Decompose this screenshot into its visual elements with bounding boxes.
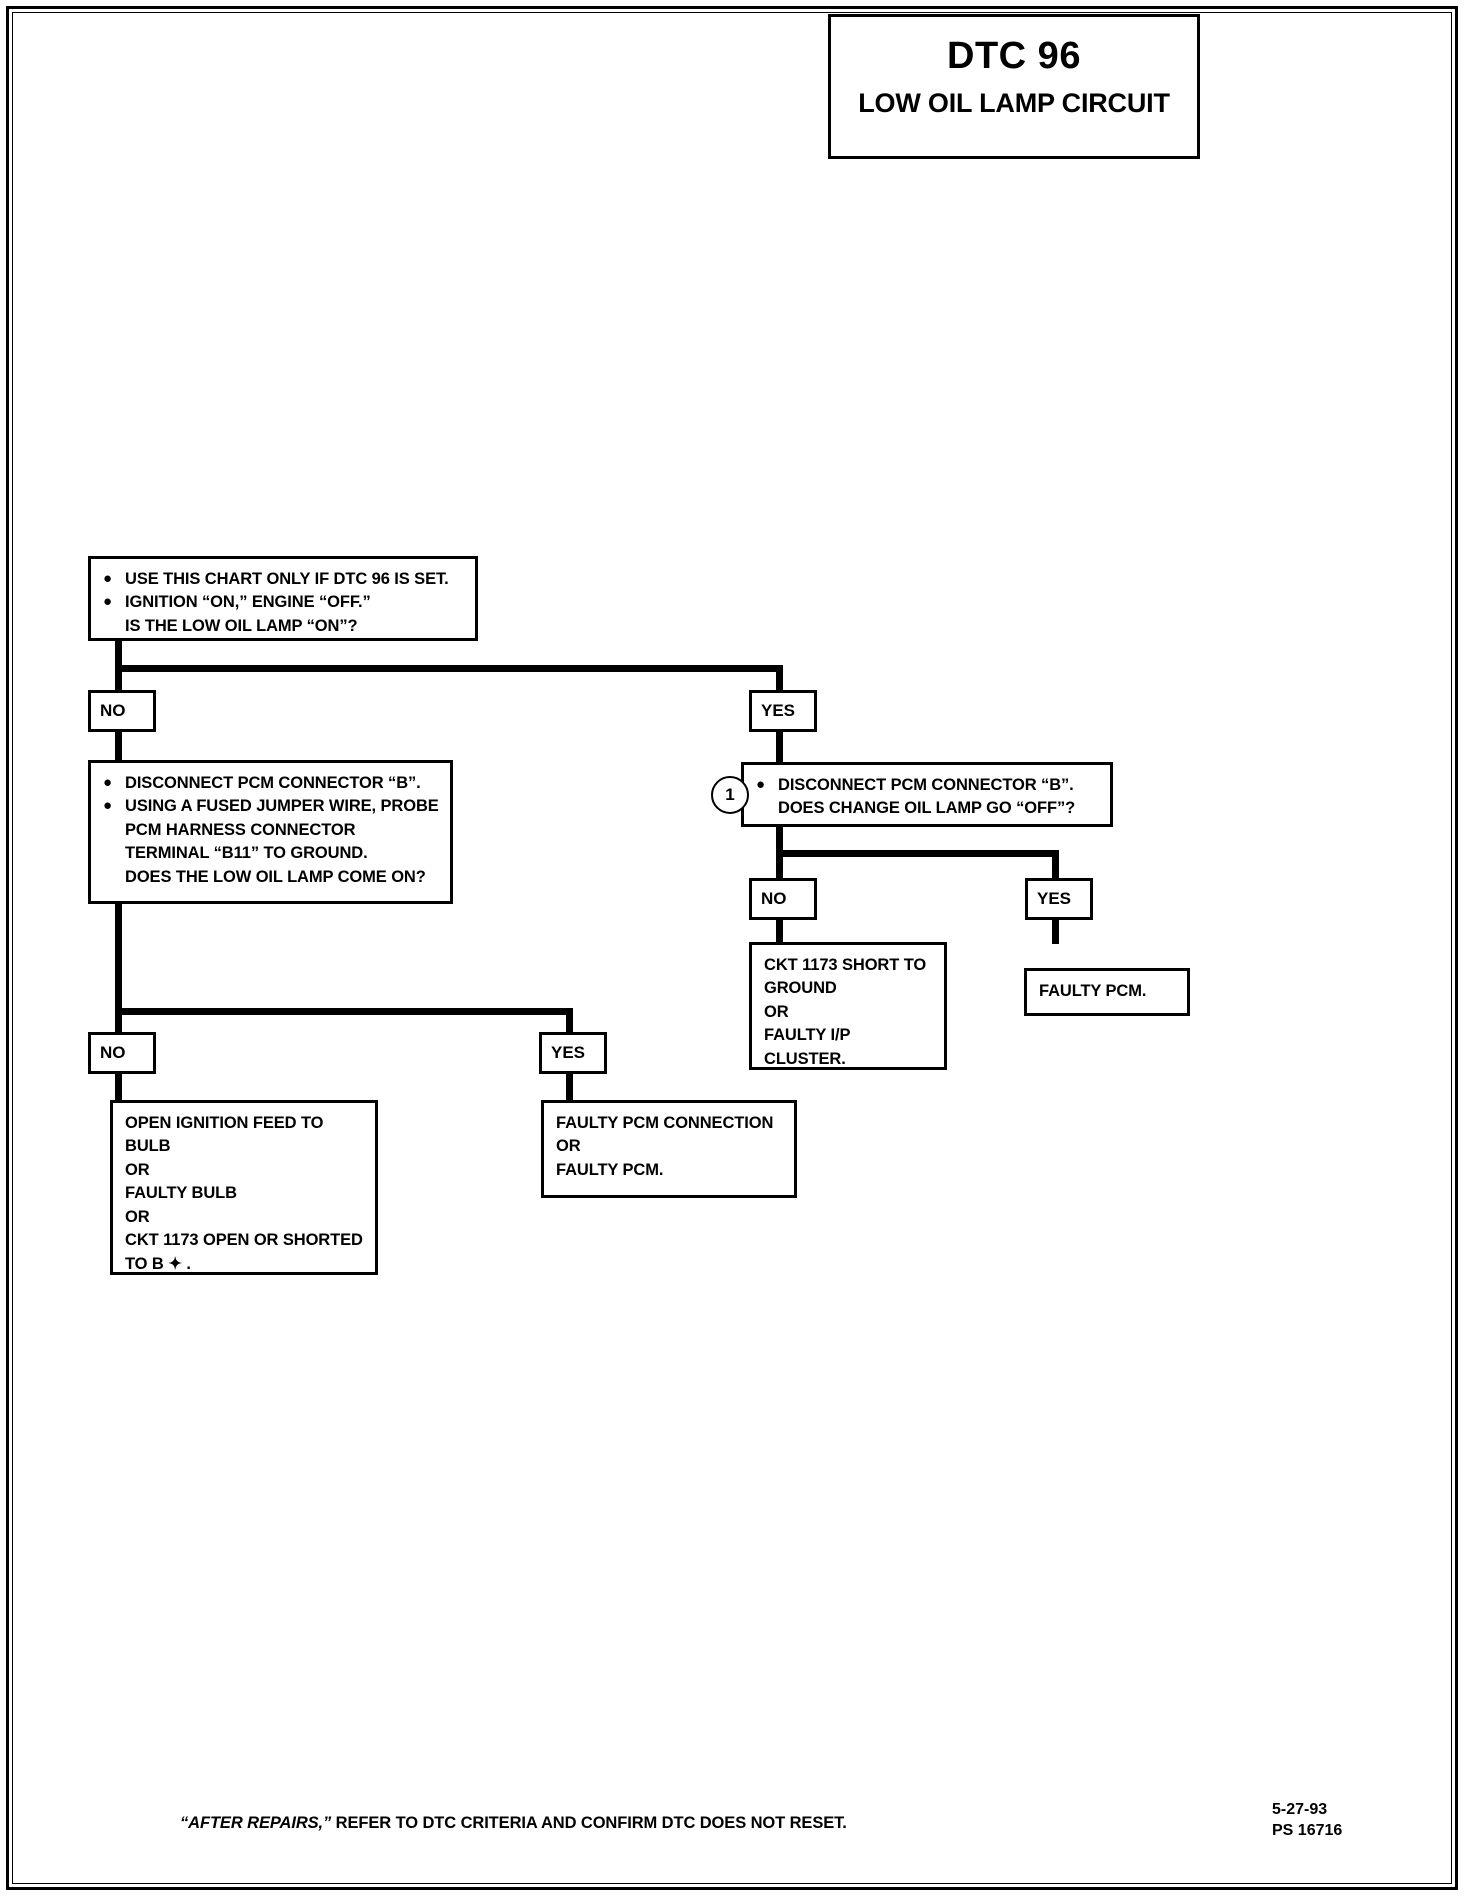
label-text: YES bbox=[761, 701, 796, 720]
start-question-text: IS THE LOW OIL LAMP “ON”? bbox=[125, 616, 358, 635]
label-text: NO bbox=[100, 1043, 126, 1062]
result-line: FAULTY PCM CONNECTION bbox=[556, 1114, 774, 1132]
label-yes-branch-right: YES bbox=[749, 690, 817, 732]
footer-note-rest: REFER TO DTC CRITERIA AND CONFIRM DTC DO… bbox=[331, 1814, 847, 1832]
dtc-circuit-name: LOW OIL LAMP CIRCUIT bbox=[858, 88, 1170, 118]
right-test-box: ● DISCONNECT PCM CONNECTOR “B”. DOES CHA… bbox=[741, 762, 1113, 827]
left-yes-result-box: FAULTY PCM CONNECTION OR FAULTY PCM. bbox=[541, 1100, 797, 1198]
page-border bbox=[6, 6, 1458, 1890]
right-yes-result-box: FAULTY PCM. bbox=[1024, 968, 1190, 1016]
label-text: NO bbox=[761, 889, 787, 908]
reference-marker-1: 1 bbox=[711, 776, 749, 814]
reference-marker-text: 1 bbox=[725, 785, 735, 804]
connector-start-down bbox=[115, 641, 122, 669]
footer-doc-id: PS 16716 bbox=[1272, 1821, 1343, 1839]
connector-left-no-to-result bbox=[115, 1072, 122, 1102]
footer-date: 5-27-93 bbox=[1272, 1801, 1328, 1818]
footer-doc-info: 5-27-93 PS 16716 bbox=[1272, 1800, 1342, 1842]
connector-left-test-down bbox=[115, 904, 122, 1014]
result-line: OR bbox=[125, 1207, 150, 1226]
connector-start-split bbox=[115, 665, 783, 672]
result-line: FAULTY PCM. bbox=[1039, 982, 1147, 1000]
connector-right-no-to-result bbox=[776, 918, 783, 944]
connector-right-test-down bbox=[776, 827, 783, 857]
page-border-inner bbox=[12, 12, 1452, 1884]
connector-yes-to-right-test bbox=[776, 730, 783, 762]
bullet-icon: ● bbox=[103, 570, 112, 587]
label-yes-left-result: YES bbox=[539, 1032, 607, 1074]
footer-note-emphasis: “AFTER REPAIRS,” bbox=[180, 1814, 332, 1832]
connector-no-to-left-test bbox=[115, 730, 122, 762]
result-line: CKT 1173 OPEN OR SHORTED bbox=[125, 1231, 363, 1250]
result-line: FAULTY PCM. bbox=[556, 1160, 664, 1179]
left-test-bullet-1: ● DISCONNECT PCM CONNECTOR “B”. bbox=[103, 774, 421, 792]
right-no-result-box: CKT 1173 SHORT TO GROUND OR FAULTY I/P C… bbox=[749, 942, 947, 1070]
bullet-icon: ● bbox=[103, 774, 112, 791]
left-test-bullet-2: ● USING A FUSED JUMPER WIRE, PROBE bbox=[103, 797, 439, 816]
connector-left-split-to-no bbox=[115, 1008, 122, 1036]
bullet-icon: ● bbox=[103, 797, 112, 815]
connector-right-split bbox=[776, 850, 1059, 857]
label-no-right-result: NO bbox=[749, 878, 817, 920]
result-line: OPEN IGNITION FEED TO BULB bbox=[125, 1114, 324, 1156]
connector-right-split-to-yes bbox=[1052, 850, 1059, 882]
dtc-code-title: DTC 96 bbox=[947, 35, 1081, 77]
connector-left-split-to-yes bbox=[566, 1008, 573, 1036]
left-test-line-3: DOES THE LOW OIL LAMP COME ON? bbox=[125, 867, 426, 886]
start-bullet-1: ● USE THIS CHART ONLY IF DTC 96 IS SET. bbox=[103, 570, 449, 588]
result-line: CKT 1173 SHORT TO bbox=[764, 956, 927, 974]
connector-right-split-to-no bbox=[776, 850, 783, 882]
label-text: NO bbox=[100, 701, 126, 720]
label-yes-right-result: YES bbox=[1025, 878, 1093, 920]
label-no-branch-left: NO bbox=[88, 690, 156, 732]
label-no-left-result: NO bbox=[88, 1032, 156, 1074]
result-line: TO B ✦ . bbox=[125, 1254, 191, 1273]
connector-start-to-yes bbox=[776, 665, 783, 693]
left-test-box: ● DISCONNECT PCM CONNECTOR “B”. ● USING … bbox=[88, 760, 453, 904]
left-test-line-2: TERMINAL “B11” TO GROUND. bbox=[125, 844, 368, 863]
result-line: FAULTY I/P CLUSTER. bbox=[764, 1026, 851, 1068]
footer-note: “AFTER REPAIRS,” REFER TO DTC CRITERIA A… bbox=[180, 1814, 1080, 1833]
right-test-bullet-1: ● DISCONNECT PCM CONNECTOR “B”. bbox=[756, 776, 1074, 794]
left-test-line-1: PCM HARNESS CONNECTOR bbox=[125, 820, 356, 839]
result-line: OR bbox=[125, 1160, 150, 1179]
right-test-line-1: DOES CHANGE OIL LAMP GO “OFF”? bbox=[778, 799, 1076, 818]
label-text: YES bbox=[1037, 889, 1072, 908]
connector-right-yes-to-result bbox=[1052, 918, 1059, 944]
result-line: OR bbox=[556, 1137, 581, 1156]
title-block: DTC 96 LOW OIL LAMP CIRCUIT bbox=[828, 14, 1200, 159]
result-line: FAULTY BULB bbox=[125, 1184, 237, 1203]
bullet-icon: ● bbox=[103, 593, 112, 611]
label-text: YES bbox=[551, 1043, 586, 1062]
connector-left-yes-to-result bbox=[566, 1072, 573, 1102]
result-line: GROUND bbox=[764, 979, 837, 998]
start-question-box: ● USE THIS CHART ONLY IF DTC 96 IS SET. … bbox=[88, 556, 478, 641]
connector-left-split bbox=[115, 1008, 573, 1015]
left-no-result-box: OPEN IGNITION FEED TO BULB OR FAULTY BUL… bbox=[110, 1100, 378, 1275]
result-line: OR bbox=[764, 1002, 789, 1021]
start-bullet-2: ● IGNITION “ON,” ENGINE “OFF.” bbox=[103, 593, 371, 612]
bullet-icon: ● bbox=[756, 776, 765, 793]
connector-start-to-no bbox=[115, 665, 122, 693]
